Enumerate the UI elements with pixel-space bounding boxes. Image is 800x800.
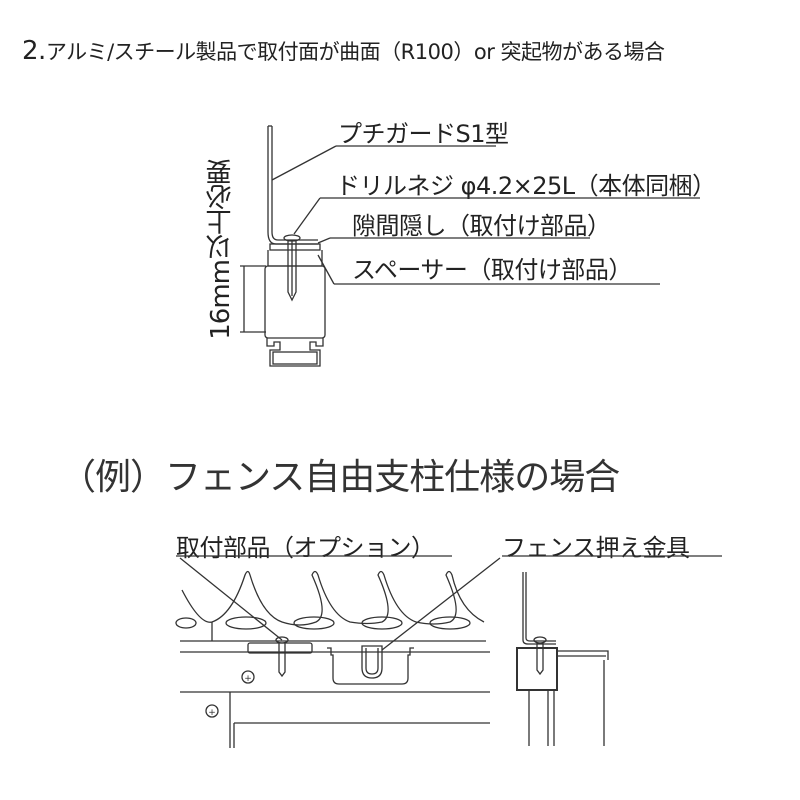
label-petit-guard-s1: プチガードS1型	[338, 120, 509, 148]
diagram2-side-drawing	[516, 572, 609, 746]
svg-text:+: +	[208, 708, 216, 718]
diagram1-drawing	[240, 125, 700, 367]
heading-number: 2.	[22, 36, 46, 66]
label-drill-screw: ドリルネジ φ4.2×25L（本体同梱）	[336, 172, 716, 200]
label-mounting-parts-option: 取付部品（オプション）	[176, 534, 435, 562]
label-gap-cover: 隙間隠し（取付け部品）	[352, 212, 611, 240]
svg-text:+: +	[244, 674, 252, 684]
page-title: 2.アルミ/スチール製品で取付面が曲面（R100）or 突起物がある場合	[22, 36, 665, 66]
label-spacer: スペーサー（取付け部品）	[352, 256, 632, 284]
example-title: （例）フェンス自由支柱仕様の場合	[60, 457, 620, 498]
label-fence-clamp: フェンス押え金具	[502, 534, 690, 562]
heading-text: アルミ/スチール製品で取付面が曲面（R100）or 突起物がある場合	[45, 40, 665, 64]
diagram2-front-drawing: + +	[175, 555, 722, 748]
